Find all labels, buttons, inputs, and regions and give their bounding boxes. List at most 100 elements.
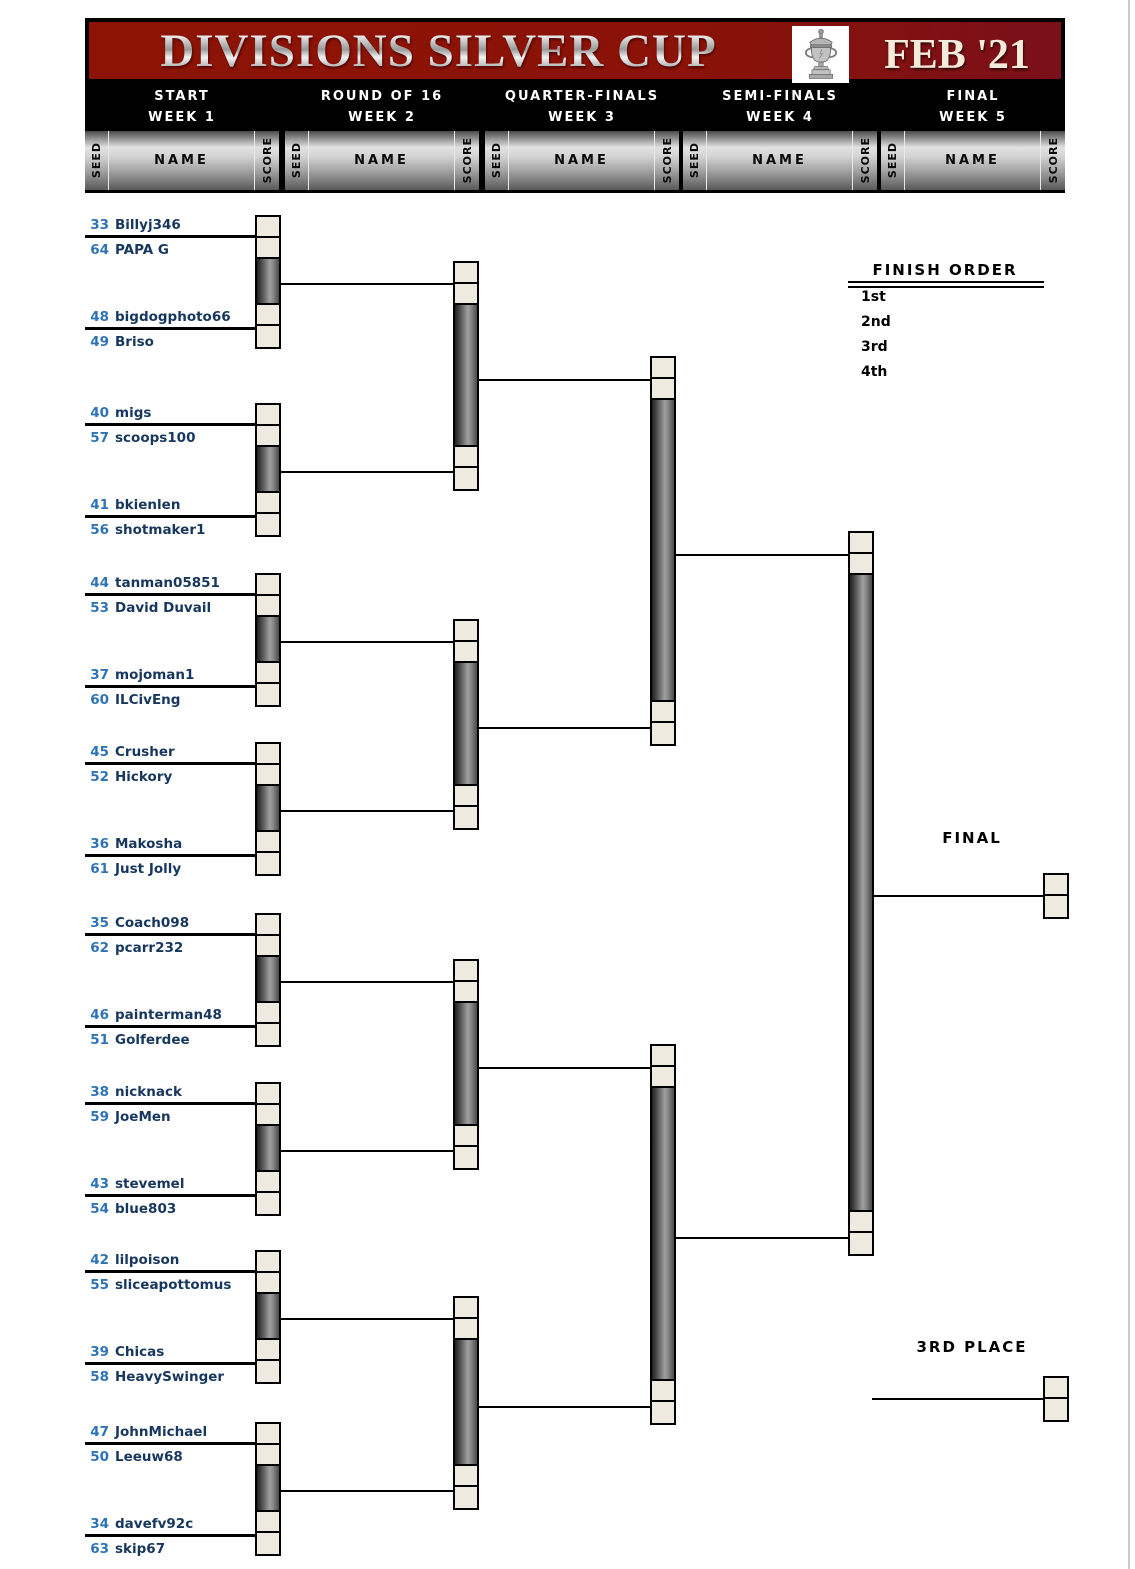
score-cell[interactable] xyxy=(257,1361,279,1382)
round-label: FINAL xyxy=(946,89,1000,104)
score-cell[interactable] xyxy=(455,1319,477,1340)
score-cell[interactable] xyxy=(455,961,477,982)
score-column-r16-g3 xyxy=(453,959,479,1170)
score-cell[interactable] xyxy=(257,1084,279,1105)
player-seed: 38 xyxy=(90,1084,109,1100)
score-cell[interactable] xyxy=(257,1193,279,1214)
score-column-r16-g1 xyxy=(453,261,479,491)
score-cell[interactable] xyxy=(257,832,279,853)
score-cell[interactable] xyxy=(1045,1378,1067,1399)
score-cell[interactable] xyxy=(1045,896,1067,917)
player-name: Hickory xyxy=(115,769,173,785)
score-cell[interactable] xyxy=(257,326,279,347)
player-name: tanman05851 xyxy=(115,575,220,591)
player-seed: 46 xyxy=(90,1007,109,1023)
score-cell[interactable] xyxy=(652,358,674,379)
score-cell[interactable] xyxy=(455,1298,477,1319)
round-label: START xyxy=(154,89,210,104)
score-cell[interactable] xyxy=(652,1067,674,1088)
score-cell[interactable] xyxy=(455,1147,477,1168)
connector-line xyxy=(279,283,455,285)
score-cell[interactable] xyxy=(257,405,279,426)
score-cell[interactable] xyxy=(257,1533,279,1554)
score-cell[interactable] xyxy=(455,284,477,305)
score-cell[interactable] xyxy=(257,765,279,786)
score-cell[interactable] xyxy=(455,621,477,642)
page-break-line xyxy=(1128,0,1130,1569)
score-cell[interactable] xyxy=(455,447,477,468)
score-cell[interactable] xyxy=(257,1172,279,1193)
score-cell[interactable] xyxy=(1045,875,1067,896)
score-cell[interactable] xyxy=(257,853,279,874)
score-cell[interactable] xyxy=(257,1105,279,1126)
score-cell[interactable] xyxy=(257,1252,279,1273)
score-cell[interactable] xyxy=(257,663,279,684)
score-cell[interactable] xyxy=(455,1487,477,1508)
score-cell[interactable] xyxy=(455,1466,477,1487)
score-cell[interactable] xyxy=(455,1126,477,1147)
score-cell[interactable] xyxy=(455,786,477,807)
score-cell[interactable] xyxy=(257,744,279,765)
connector-line xyxy=(279,1150,455,1152)
score-cell[interactable] xyxy=(652,1402,674,1423)
score-cell[interactable] xyxy=(257,1003,279,1024)
score-cell[interactable] xyxy=(257,305,279,326)
score-cell[interactable] xyxy=(257,1340,279,1361)
score-column-header: SCORE xyxy=(460,137,474,184)
score-cell[interactable] xyxy=(455,642,477,663)
score-cell[interactable] xyxy=(257,575,279,596)
score-cell[interactable] xyxy=(257,1445,279,1466)
round-label: SEMI-FINALS xyxy=(722,89,838,104)
score-cell[interactable] xyxy=(850,1212,872,1233)
seed-column-header: SEED xyxy=(886,142,899,179)
score-cell[interactable] xyxy=(652,379,674,400)
score-cell[interactable] xyxy=(850,1233,872,1254)
score-cell[interactable] xyxy=(257,1424,279,1445)
score-cell[interactable] xyxy=(257,1024,279,1045)
score-cell[interactable] xyxy=(257,915,279,936)
score-cell[interactable] xyxy=(257,514,279,535)
player-name: David Duvail xyxy=(115,600,212,616)
score-cell[interactable] xyxy=(257,426,279,447)
score-cell[interactable] xyxy=(850,533,872,554)
score-cell[interactable] xyxy=(652,1046,674,1067)
score-column-header: SCORE xyxy=(260,137,274,184)
player-seed: 40 xyxy=(90,405,109,421)
score-cell[interactable] xyxy=(257,493,279,514)
score-column-r1-g3 xyxy=(255,573,281,707)
event-date: FEB '21 xyxy=(884,31,1030,78)
player-name: shotmaker1 xyxy=(115,522,206,538)
score-column-r16-g2 xyxy=(453,619,479,830)
score-cell[interactable] xyxy=(257,1512,279,1533)
score-cell[interactable] xyxy=(652,1381,674,1402)
name-column-header: NAME xyxy=(904,131,1041,190)
round-week: WEEK 1 xyxy=(148,110,216,125)
connector-line xyxy=(477,1406,652,1408)
score-cell[interactable] xyxy=(257,596,279,617)
score-cell[interactable] xyxy=(1045,1399,1067,1420)
score-cell[interactable] xyxy=(455,468,477,489)
score-cell[interactable] xyxy=(652,702,674,723)
score-cell[interactable] xyxy=(257,936,279,957)
score-column-header: SCORE xyxy=(858,137,872,184)
round-label: QUARTER-FINALS xyxy=(504,89,660,104)
player-name: sliceapottomus xyxy=(115,1277,232,1293)
score-cell[interactable] xyxy=(257,217,279,238)
score-cell[interactable] xyxy=(257,238,279,259)
player-seed: 43 xyxy=(90,1176,109,1192)
score-cell[interactable] xyxy=(257,684,279,705)
score-cell[interactable] xyxy=(455,263,477,284)
player-name: lilpoison xyxy=(115,1252,180,1268)
score-cell[interactable] xyxy=(257,1273,279,1294)
connector-line xyxy=(674,554,850,556)
round-header-start: START WEEK 1 xyxy=(85,79,279,131)
score-cell[interactable] xyxy=(652,723,674,744)
score-cell[interactable] xyxy=(455,807,477,828)
score-cell[interactable] xyxy=(455,982,477,1003)
score-cell[interactable] xyxy=(850,554,872,575)
finish-place-2: 2nd xyxy=(861,314,891,330)
player-seed: 57 xyxy=(90,430,109,446)
